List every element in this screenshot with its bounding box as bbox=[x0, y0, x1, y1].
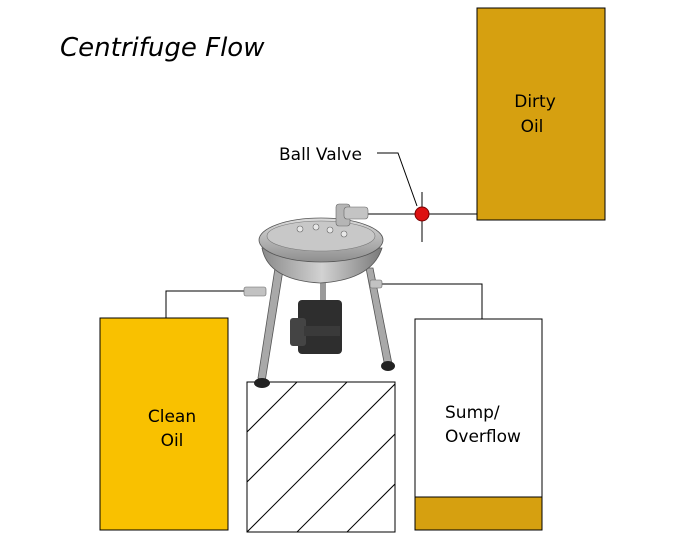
clean-oil-label-line2: Oil bbox=[161, 431, 184, 451]
sump-overflow-tank: Sump/ Overflow bbox=[414, 318, 543, 531]
ball-valve-leader bbox=[377, 152, 418, 207]
clean-oil-label-line1: Clean bbox=[148, 407, 196, 427]
clean-oil-tank: Clean Oil bbox=[99, 317, 229, 531]
dirty-oil-label-line1: Dirty bbox=[514, 92, 556, 112]
sump-oil-level bbox=[414, 496, 543, 531]
dirty-oil-tank: Dirty Oil bbox=[476, 7, 606, 221]
sump-label-line2: Overflow bbox=[445, 427, 521, 447]
diagram-title: Centrifuge Flow bbox=[60, 33, 265, 63]
ball-valve-label: Ball Valve bbox=[279, 145, 362, 165]
dirty-oil-label-line2: Oil bbox=[521, 117, 544, 137]
overflow-line bbox=[378, 283, 483, 319]
sump-label-line1: Sump/ bbox=[445, 403, 500, 423]
ball-valve-icon bbox=[414, 206, 430, 222]
clean-oil-line bbox=[165, 290, 250, 318]
hatched-stand bbox=[246, 381, 396, 533]
centrifuge-icon bbox=[243, 203, 395, 388]
